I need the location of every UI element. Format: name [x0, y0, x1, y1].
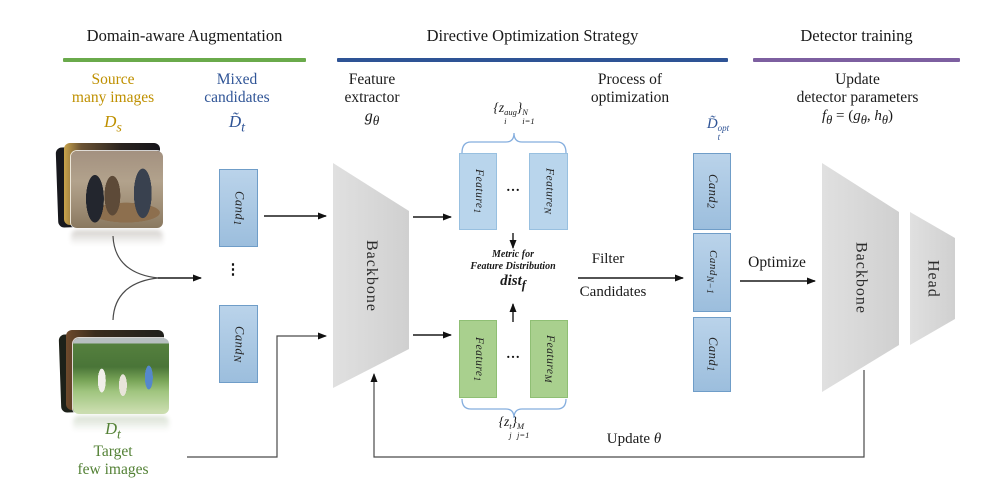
aug-featureN-label: FeatureN	[541, 168, 556, 215]
target-features-underbrace	[461, 398, 567, 419]
candN-1-box: CandN−1	[693, 233, 731, 312]
target-to-backbone-arrow	[187, 332, 327, 458]
metric-caption-line2: Feature Distribution	[470, 260, 556, 272]
cand2-box: Cand2	[693, 153, 731, 230]
source-photo-front	[71, 151, 163, 228]
aug-feature1-label: Feature1	[470, 169, 486, 214]
cand1-optimized-box: Cand1	[693, 317, 731, 392]
target-feature1-box: Feature1	[459, 320, 497, 398]
cand1-box-label: Cand1	[230, 190, 247, 226]
target-label: Dt Target few images	[40, 419, 186, 479]
metric-block: Metric for Feature Distribution distf	[438, 249, 588, 292]
source-dataset-symbol: Ds	[104, 112, 122, 136]
backbone-middle-label: Backbone	[363, 239, 380, 312]
source-label: Source many images	[71, 71, 155, 107]
cand2-box-label: Cand2	[704, 174, 720, 209]
aug-features-ellipsis: …	[506, 180, 520, 195]
detector-parameters-formula: fθ = (gθ, hθ)	[821, 107, 894, 127]
section-title-domain-aug: Domain-aware Augmentation	[86, 26, 283, 45]
merge-curve-top	[112, 235, 159, 279]
section-underline-detector	[753, 58, 960, 62]
metric-caption-line1: Metric for	[492, 249, 534, 260]
target-photo-reflection	[73, 416, 169, 434]
update-theta-feedback-arrow	[370, 370, 865, 458]
section-underline-domain-aug	[63, 58, 306, 62]
mixed-candidates-label: Mixed candidates	[204, 71, 270, 107]
mixed-dataset-symbol: D̃t	[228, 112, 246, 136]
feature-extractor-symbol: gθ	[364, 107, 380, 128]
process-of-optimization-label: Process of optimization	[590, 71, 670, 107]
backbone-right-label: Backbone	[852, 241, 870, 314]
target-image-stack	[58, 330, 172, 436]
feature-extractor-label: Feature extractor gθ	[329, 71, 415, 128]
target-photo-front	[73, 338, 169, 414]
target-featureM-box: FeatureM	[530, 320, 568, 398]
aug-features-overbrace	[461, 132, 567, 154]
merge-curve-bottom	[112, 277, 159, 321]
cand1-box: Cand1	[219, 169, 258, 247]
source-image-stack	[55, 142, 165, 254]
candN-1-box-label: CandN−1	[704, 250, 720, 295]
update-detector-parameters-label: Update detector parameters fθ = (gθ, hθ)	[770, 71, 945, 127]
section-title-detector: Detector training	[800, 26, 913, 45]
candN-box: CandN	[219, 305, 258, 383]
optimize-label: Optimize	[748, 254, 806, 271]
filter-label: Filter	[591, 251, 625, 267]
aug-feature1-box: Feature1	[459, 153, 497, 230]
candidates-label: Candidates	[579, 284, 647, 300]
target-features-ellipsis: …	[506, 347, 520, 362]
head-trapezoid	[910, 212, 955, 345]
dist-symbol: distf	[500, 272, 526, 292]
source-photo-reflection	[71, 230, 163, 248]
aug-featureN-box: FeatureN	[529, 153, 568, 230]
target-featureM-label: FeatureM	[541, 335, 557, 383]
cand1-optimized-box-label: Cand1	[704, 337, 720, 372]
section-title-dos: Directive Optimization Strategy	[426, 26, 639, 45]
head-label: Head	[924, 259, 942, 298]
section-underline-dos	[337, 58, 728, 62]
update-theta-label: Update θ	[606, 431, 662, 447]
backbone-trapezoid-middle	[333, 163, 409, 388]
candidates-vertical-ellipsis: ⋮	[225, 262, 241, 278]
target-dataset-symbol: Dt	[105, 419, 121, 442]
candN-box-label: CandN	[230, 325, 247, 363]
target-feature1-label: Feature1	[470, 336, 486, 382]
backbone-trapezoid-right	[822, 163, 899, 392]
